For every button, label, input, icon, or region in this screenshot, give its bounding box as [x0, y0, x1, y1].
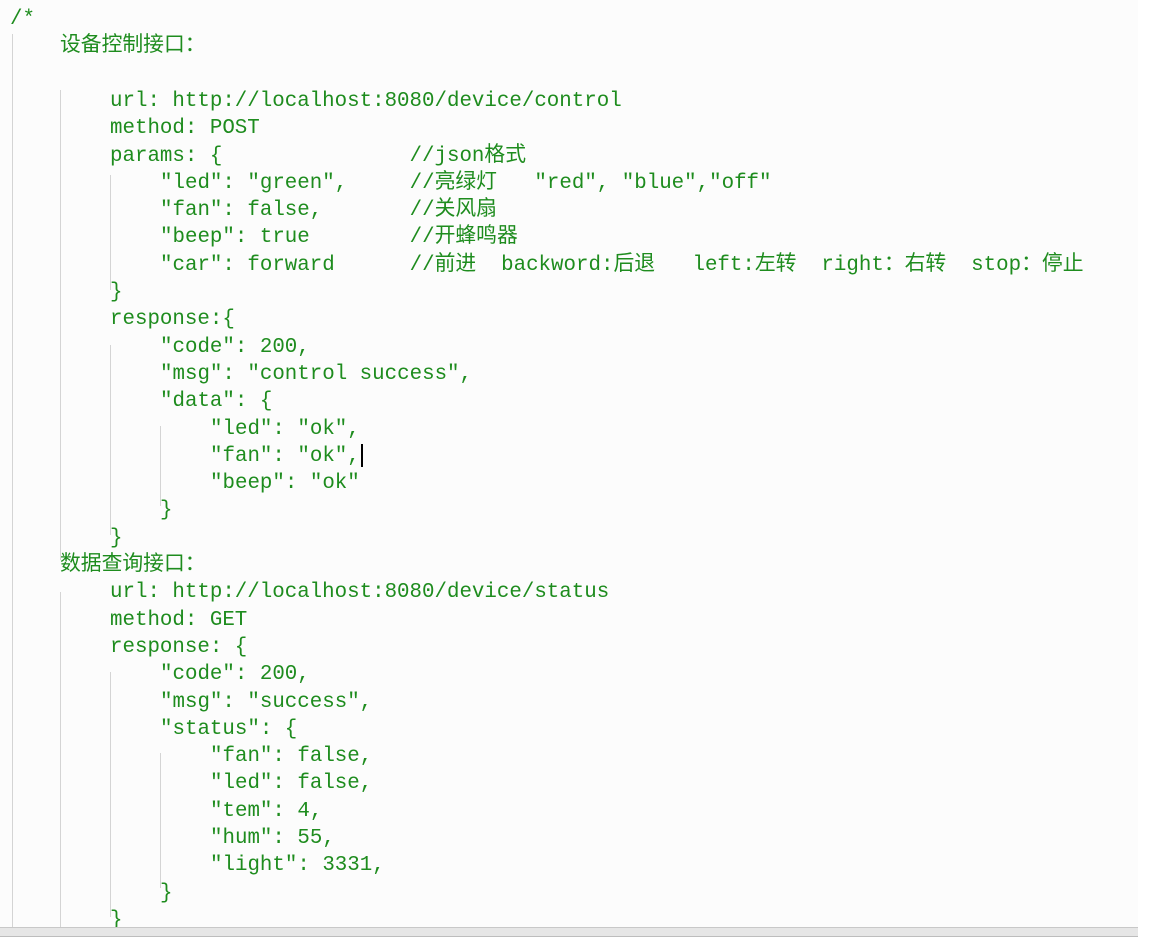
- code-line-text: "beep": "ok": [210, 472, 360, 496]
- code-line: 数据查询接口：: [60, 552, 206, 579]
- code-line-text: "tem": 4,: [210, 799, 323, 823]
- code-line: 设备控制接口：: [60, 33, 206, 60]
- code-line-text: "msg": "success",: [160, 690, 373, 714]
- code-line: }: [160, 497, 172, 524]
- code-line: "beep": "ok": [210, 470, 360, 497]
- code-line: "beep": true //开蜂鸣器: [160, 224, 518, 251]
- code-line-text: 数据查询接口：: [60, 554, 206, 577]
- indent-guide: [110, 345, 111, 535]
- code-line: url: http://localhost:8080/device/contro…: [110, 88, 622, 115]
- editor-right-margin: [1138, 0, 1155, 947]
- code-line: "hum": 55,: [210, 825, 335, 852]
- code-line: "code": 200,: [160, 661, 310, 688]
- code-line-text: "code": 200,: [160, 335, 310, 359]
- code-line: }: [110, 279, 122, 306]
- code-line-text: "led": "green", //亮绿灯 "red", "blue","off…: [160, 171, 772, 195]
- code-line: response: {: [110, 634, 247, 661]
- code-line-text: "code": 200,: [160, 663, 310, 687]
- horizontal-scrollbar[interactable]: [0, 927, 1138, 937]
- code-line-text: "led": false,: [210, 772, 373, 796]
- code-line-text: "fan": false, //关风扇: [160, 199, 497, 223]
- code-line: params: { //json格式: [110, 143, 526, 170]
- code-line: "light": 3331,: [210, 852, 385, 879]
- code-line-text: params: { //json格式: [110, 144, 526, 168]
- code-line-text: "car": forward //前进 backword:后退 left:左转 …: [160, 253, 1084, 277]
- code-line: "led": "green", //亮绿灯 "red", "blue","off…: [160, 170, 772, 197]
- code-line-text: /*: [10, 8, 35, 31]
- code-line-text: }: [110, 908, 123, 927]
- code-line-text: }: [110, 526, 123, 550]
- code-line-text: "light": 3331,: [210, 854, 385, 878]
- indent-guide: [12, 34, 13, 927]
- code-line: "fan": false, //关风扇: [160, 197, 497, 224]
- code-line-text: method: POST: [110, 117, 260, 141]
- code-line-text: "msg": "control success",: [160, 362, 473, 386]
- code-line: }: [160, 880, 172, 907]
- code-line: method: POST: [110, 115, 260, 142]
- code-editor[interactable]: /* 设备控制接口： url: http://localhost:8080/devi…: [0, 0, 1138, 927]
- code-line: }: [110, 907, 122, 927]
- indent-guide: [110, 672, 111, 917]
- code-line-text: 设备控制接口：: [60, 35, 206, 59]
- text-cursor: [360, 443, 363, 467]
- code-line-text: "fan": false,: [210, 745, 373, 769]
- indent-guide: [160, 426, 161, 506]
- indent-guide: [60, 592, 61, 927]
- code-line-text: }: [110, 281, 123, 304]
- code-line: "status": {: [160, 716, 297, 743]
- code-line-text: }: [160, 499, 173, 523]
- code-line: method: GET: [110, 607, 247, 634]
- code-line: "msg": "control success",: [160, 361, 472, 388]
- code-line-text: response:{: [110, 308, 235, 332]
- code-line-text: "fan": "ok",: [210, 444, 360, 468]
- code-line: "tem": 4,: [210, 798, 322, 825]
- code-line: "led": false,: [210, 770, 372, 797]
- code-line: /*: [10, 6, 35, 33]
- code-line: "car": forward //前进 backword:后退 left:左转 …: [160, 252, 1084, 279]
- code-line: "fan": "ok",: [210, 443, 363, 470]
- code-line-text: response: {: [110, 635, 248, 659]
- code-line-text: }: [160, 881, 173, 905]
- code-line: "led": "ok",: [210, 416, 360, 443]
- code-line: "fan": false,: [210, 743, 372, 770]
- code-line-text: "led": "ok",: [210, 417, 360, 441]
- code-line: "msg": "success",: [160, 689, 372, 716]
- indent-guide: [60, 90, 61, 560]
- code-line-text: "beep": true //开蜂鸣器: [160, 226, 518, 250]
- code-line: url: http://localhost:8080/device/status: [110, 579, 609, 606]
- code-line-text: url: http://localhost:8080/device/contro…: [110, 89, 622, 113]
- code-line: response:{: [110, 306, 235, 333]
- code-line-text: method: GET: [110, 608, 248, 632]
- code-line: "data": {: [160, 388, 272, 415]
- code-line: }: [110, 525, 122, 552]
- indent-guide: [110, 175, 111, 290]
- code-line-text: "data": {: [160, 390, 273, 414]
- code-line: "code": 200,: [160, 334, 310, 361]
- code-line-text: url: http://localhost:8080/device/status: [110, 581, 610, 605]
- code-line-text: "status": {: [160, 717, 298, 741]
- indent-guide: [160, 753, 161, 888]
- code-line-text: "hum": 55,: [210, 827, 335, 850]
